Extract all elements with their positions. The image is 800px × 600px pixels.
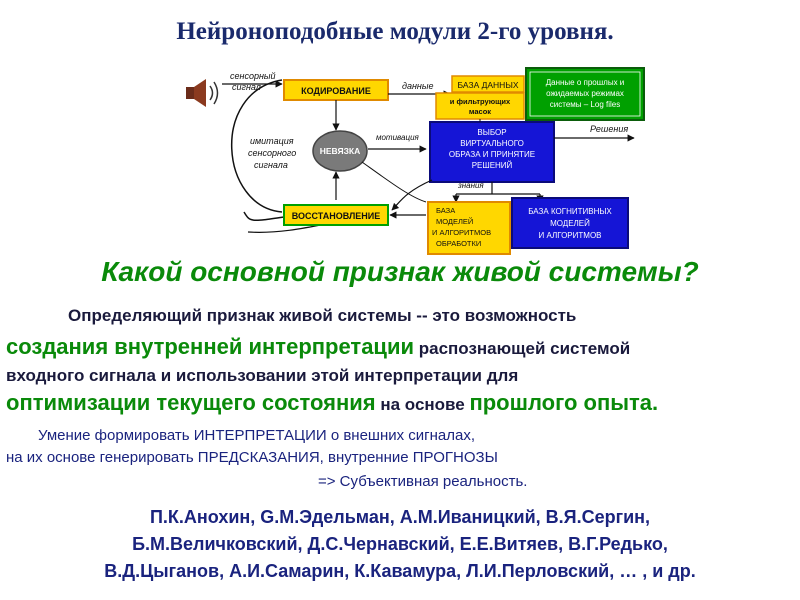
log-files-box: Данные о прошлых и ожидаемых режимах сис…: [525, 67, 645, 121]
sensory-signal-label: сенсорный: [230, 71, 276, 81]
note-line-2: на их основе генерировать ПРЕДСКАЗАНИЯ, …: [6, 449, 498, 466]
choice-box: ВЫБОР ВИРТУАЛЬНОГО ОБРАЗА И ПРИНЯТИЕ РЕШ…: [429, 121, 555, 183]
knowledge-label: знания: [457, 181, 484, 190]
page-title: Нейроноподобные модули 2-го уровня.: [176, 18, 614, 45]
sensory-signal-label-2: сигнал: [232, 82, 261, 92]
coding-box: КОДИРОВАНИЕ: [283, 79, 389, 101]
imitation-label: имитация: [250, 136, 294, 146]
models-box: БАЗА МОДЕЛЕЙ И АЛГОРИТМОВ ОБРАБОТКИ: [427, 201, 511, 255]
authors-line-3: В.Д.Цыганов, А.И.Самарин, К.Кавамура, Л.…: [104, 561, 696, 581]
svg-text:Данные о прошлых и: Данные о прошлых и: [546, 78, 625, 87]
definition-emphasis-1: создания внутренней интерпретации: [6, 334, 415, 359]
data-label: данные: [402, 81, 434, 91]
svg-text:МОДЕЛЕЙ: МОДЕЛЕЙ: [436, 217, 473, 226]
cognitive-models-box: БАЗА КОГНИТИВНЫХ МОДЕЛЕЙ И АЛГОРИТМОВ: [511, 197, 629, 249]
note-line-3: => Субъективная реальность.: [318, 473, 528, 490]
definition-line-1: Определяющий признак живой системы -- эт…: [68, 306, 577, 325]
svg-text:ОБРАБОТКИ: ОБРАБОТКИ: [436, 239, 481, 248]
svg-text:ожидаемых режимах: ожидаемых режимах: [546, 89, 624, 98]
definition-emphasis-3: прошлого опыта.: [469, 390, 659, 415]
note-line-1: Умение формировать ИНТЕРПРЕТАЦИИ о внешн…: [38, 427, 476, 444]
svg-text:системы – Log files: системы – Log files: [550, 100, 620, 109]
imitation-label-3: сигнала: [254, 160, 288, 170]
svg-text:и фильтрующих: и фильтрующих: [450, 97, 511, 106]
definition-line-3: входного сигнала и использовании этой ин…: [6, 366, 519, 385]
neuro-module-diagram: сенсорный сигнал КОДИРОВАНИЕ данные БАЗА…: [186, 67, 645, 255]
svg-text:МОДЕЛЕЙ: МОДЕЛЕЙ: [550, 219, 590, 228]
svg-text:НЕВЯЗКА: НЕВЯЗКА: [320, 146, 361, 156]
svg-text:ВЫБОР: ВЫБОР: [477, 128, 506, 137]
svg-text:КОДИРОВАНИЕ: КОДИРОВАНИЕ: [301, 86, 371, 96]
motivation-label: мотивация: [376, 133, 420, 142]
svg-text:БАЗА ДАННЫХ: БАЗА ДАННЫХ: [457, 80, 518, 90]
authors-line-2: Б.М.Величковский, Д.С.Чернавский, Е.Е.Ви…: [132, 534, 668, 554]
svg-text:И АЛГОРИТМОВ: И АЛГОРИТМОВ: [538, 231, 601, 240]
definition-line-4: оптимизации текущего состояния на основе…: [6, 390, 658, 416]
speaker-icon[interactable]: [186, 79, 219, 107]
decision-label: Решения: [590, 124, 628, 134]
definition-emphasis-2: оптимизации текущего состояния: [6, 390, 376, 415]
authors-line-1: П.К.Анохин, G.M.Эдельман, А.М.Иваницкий,…: [149, 507, 651, 527]
definition-text-4: на основе: [375, 395, 470, 414]
database-box: БАЗА ДАННЫХ и фильтрующих масок: [435, 75, 525, 120]
svg-text:РЕШЕНИЙ: РЕШЕНИЙ: [472, 161, 513, 170]
definition-text-2: распознающей системой: [414, 339, 631, 358]
svg-text:ВИРТУАЛЬНОГО: ВИРТУАЛЬНОГО: [460, 139, 524, 148]
svg-text:ОБРАЗА И ПРИНЯТИЕ: ОБРАЗА И ПРИНЯТИЕ: [449, 150, 535, 159]
svg-text:ВОССТАНОВЛЕНИЕ: ВОССТАНОВЛЕНИЕ: [292, 211, 381, 221]
svg-text:БАЗА: БАЗА: [436, 206, 455, 215]
svg-text:масок: масок: [469, 107, 491, 116]
mismatch-node: НЕВЯЗКА: [312, 130, 368, 172]
definition-line-2: создания внутренней интерпретации распоз…: [6, 334, 630, 360]
svg-text:И АЛГОРИТМОВ: И АЛГОРИТМОВ: [432, 228, 491, 237]
question-heading: Какой основной признак живой системы?: [101, 256, 699, 287]
restoration-box: ВОССТАНОВЛЕНИЕ: [283, 204, 389, 226]
imitation-label-2: сенсорного: [248, 148, 296, 158]
svg-text:БАЗА КОГНИТИВНЫХ: БАЗА КОГНИТИВНЫХ: [528, 207, 612, 216]
